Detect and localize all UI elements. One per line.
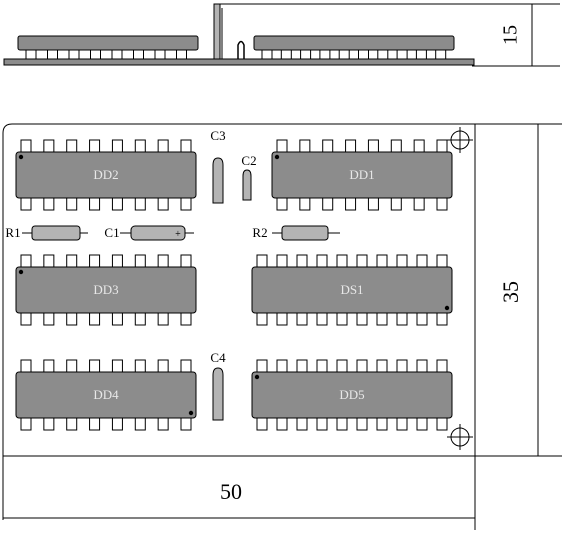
side-view: 15 [3, 3, 560, 67]
resistor-r1: R1 [5, 225, 88, 241]
dim-height-label: 15 [500, 25, 522, 45]
chip-dd1: DD1 [271, 139, 453, 211]
mounting-hole-bottom [447, 424, 473, 450]
chip-label-ds1: DS1 [340, 282, 363, 297]
chip-dd3: DD3 [15, 254, 197, 326]
c1-polarity-mark: + [175, 229, 181, 240]
capacitor-c3: C3 [210, 128, 226, 204]
chip-dd5: DD5 [251, 359, 453, 431]
resistor-r2: R2 [252, 225, 340, 241]
chip-ds1: DS1 [251, 254, 453, 326]
side-capacitor-tall [213, 3, 223, 60]
chip-dd4: DD4 [15, 359, 197, 431]
mounting-hole-top [447, 127, 473, 153]
r2-label: R2 [252, 225, 267, 240]
dim-depth-label: 35 [498, 281, 523, 303]
c2-label: C2 [241, 153, 256, 168]
chip-label-dd3: DD3 [93, 282, 118, 297]
side-chip-right [253, 35, 455, 60]
c1-label: C1 [104, 225, 119, 240]
side-chip-left [17, 35, 199, 60]
c3-label: C3 [210, 128, 225, 143]
chip-label-dd1: DD1 [349, 167, 374, 182]
chip-label-dd2: DD2 [93, 167, 118, 182]
chip-dd2: DD2 [15, 139, 197, 211]
c4-label: C4 [210, 350, 226, 365]
capacitor-c4: C4 [210, 350, 226, 421]
capacitor-c2: C2 [241, 153, 257, 201]
board-outline [2, 123, 476, 457]
side-capacitor-small [237, 40, 245, 59]
chip-label-dd4: DD4 [93, 387, 119, 402]
side-board [3, 58, 475, 66]
capacitor-c1: C1 + [104, 225, 194, 241]
chip-label-dd5: DD5 [339, 387, 364, 402]
r1-label: R1 [5, 225, 20, 240]
dim-width-label: 50 [220, 479, 242, 504]
